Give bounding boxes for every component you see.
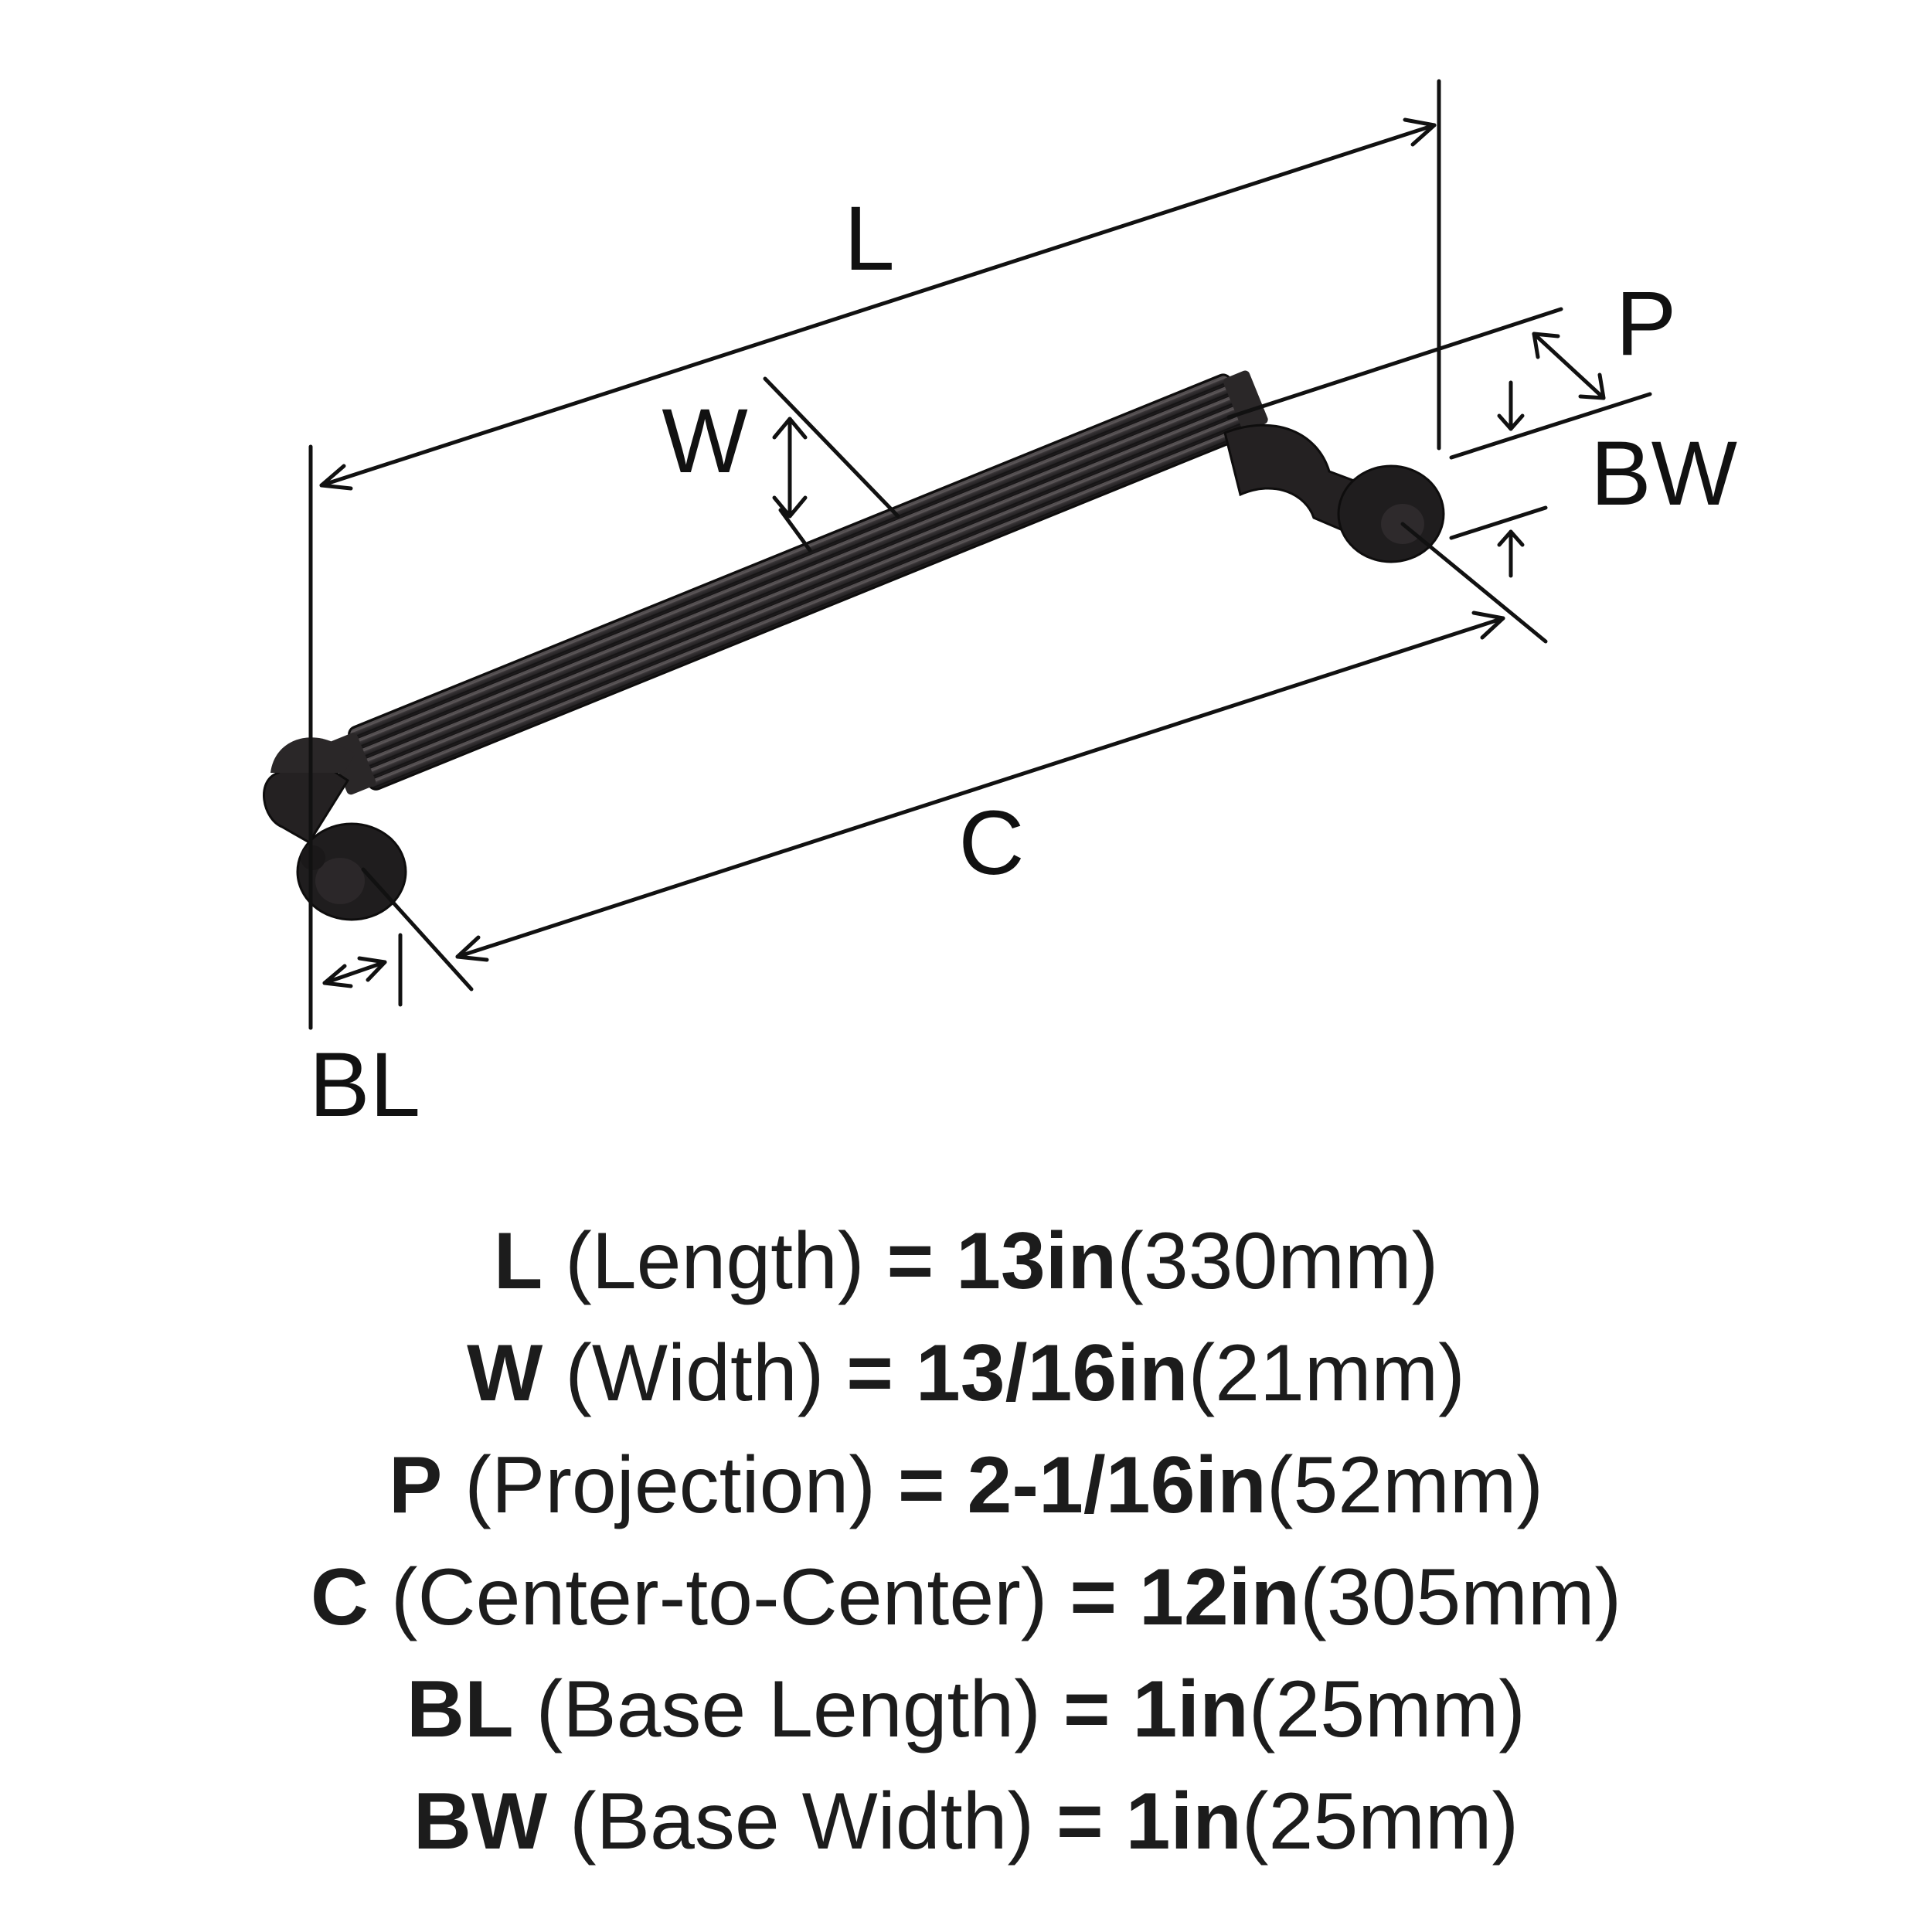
spec-imperial: 2-1/16in bbox=[967, 1440, 1267, 1530]
spec-key: L bbox=[493, 1216, 543, 1306]
label-bw: BW bbox=[1590, 423, 1737, 525]
spec-equals: = bbox=[1056, 1777, 1104, 1866]
spec-metric: (330mm) bbox=[1117, 1216, 1439, 1306]
l-dimension-arrow bbox=[319, 123, 1437, 488]
spec-row-base-width: BW (Base Width) = 1in(25mm) bbox=[0, 1766, 1932, 1878]
spec-row-projection: P (Projection) = 2-1/16in(52mm) bbox=[0, 1430, 1932, 1542]
right-collar bbox=[1223, 370, 1268, 431]
p-extension-bottom bbox=[1449, 392, 1652, 460]
spec-key: C bbox=[310, 1553, 369, 1642]
c-dimension-arrow bbox=[455, 616, 1505, 959]
label-bl: BL bbox=[309, 1034, 420, 1136]
spec-metric: (25mm) bbox=[1248, 1665, 1526, 1754]
w-extension-top bbox=[763, 376, 900, 519]
spec-name: (Width) bbox=[565, 1328, 825, 1418]
spec-equals: = bbox=[1070, 1553, 1117, 1642]
spec-name: (Projection) bbox=[464, 1440, 876, 1530]
spec-equals: = bbox=[897, 1440, 945, 1530]
spec-metric: (305mm) bbox=[1300, 1553, 1622, 1642]
spec-row-width: W (Width) = 13/16in(21mm) bbox=[0, 1318, 1932, 1430]
spec-row-center-to-center: C (Center-to-Center) = 12in(305mm) bbox=[0, 1542, 1932, 1654]
w-extension-bottom bbox=[778, 508, 812, 553]
spec-key: W bbox=[467, 1328, 543, 1418]
label-w: W bbox=[662, 390, 747, 492]
label-l: L bbox=[844, 188, 895, 290]
spec-metric: (21mm) bbox=[1188, 1328, 1465, 1418]
spec-imperial: 13/16in bbox=[915, 1328, 1189, 1418]
dimension-labels: L W P BW C BL bbox=[309, 188, 1737, 1136]
spec-imperial: 1in bbox=[1125, 1777, 1242, 1866]
spec-key: P bbox=[388, 1440, 443, 1530]
spec-row-base-length: BL (Base Length) = 1in(25mm) bbox=[0, 1654, 1932, 1766]
spec-metric: (25mm) bbox=[1241, 1777, 1519, 1866]
fluted-bar bbox=[348, 373, 1252, 791]
spec-name: (Base Length) bbox=[536, 1665, 1041, 1754]
spec-imperial: 13in bbox=[956, 1216, 1117, 1306]
spec-key: BW bbox=[413, 1777, 548, 1866]
bw-extension-bottom bbox=[1449, 505, 1548, 540]
dimension-lines bbox=[308, 79, 1652, 1030]
label-p: P bbox=[1616, 273, 1677, 375]
c-extension-right bbox=[1400, 522, 1548, 644]
spec-equals: = bbox=[1063, 1665, 1111, 1754]
c-extension-left bbox=[361, 867, 474, 992]
spec-name: (Center-to-Center) bbox=[390, 1553, 1048, 1642]
spec-name: (Base Width) bbox=[570, 1777, 1035, 1866]
spec-name: (Length) bbox=[565, 1216, 865, 1306]
spec-key: BL bbox=[406, 1665, 514, 1754]
cabinet-pull-diagram: L W P BW C BL bbox=[263, 79, 1737, 1136]
p-dimension-arrow bbox=[1532, 332, 1606, 400]
spec-metric: (52mm) bbox=[1266, 1440, 1544, 1530]
spec-row-length: L (Length) = 13in(330mm) bbox=[0, 1206, 1932, 1318]
spec-imperial: 12in bbox=[1138, 1553, 1301, 1642]
spec-equals: = bbox=[846, 1328, 893, 1418]
cabinet-pull-handle bbox=[263, 370, 1445, 921]
spec-imperial: 1in bbox=[1132, 1665, 1249, 1754]
label-c: C bbox=[958, 792, 1024, 894]
dimension-specifications: L (Length) = 13in(330mm) W (Width) = 13/… bbox=[0, 1206, 1932, 1878]
spec-equals: = bbox=[886, 1216, 934, 1306]
bl-dimension-arrow bbox=[322, 960, 387, 985]
p-extension-top bbox=[1226, 307, 1563, 420]
